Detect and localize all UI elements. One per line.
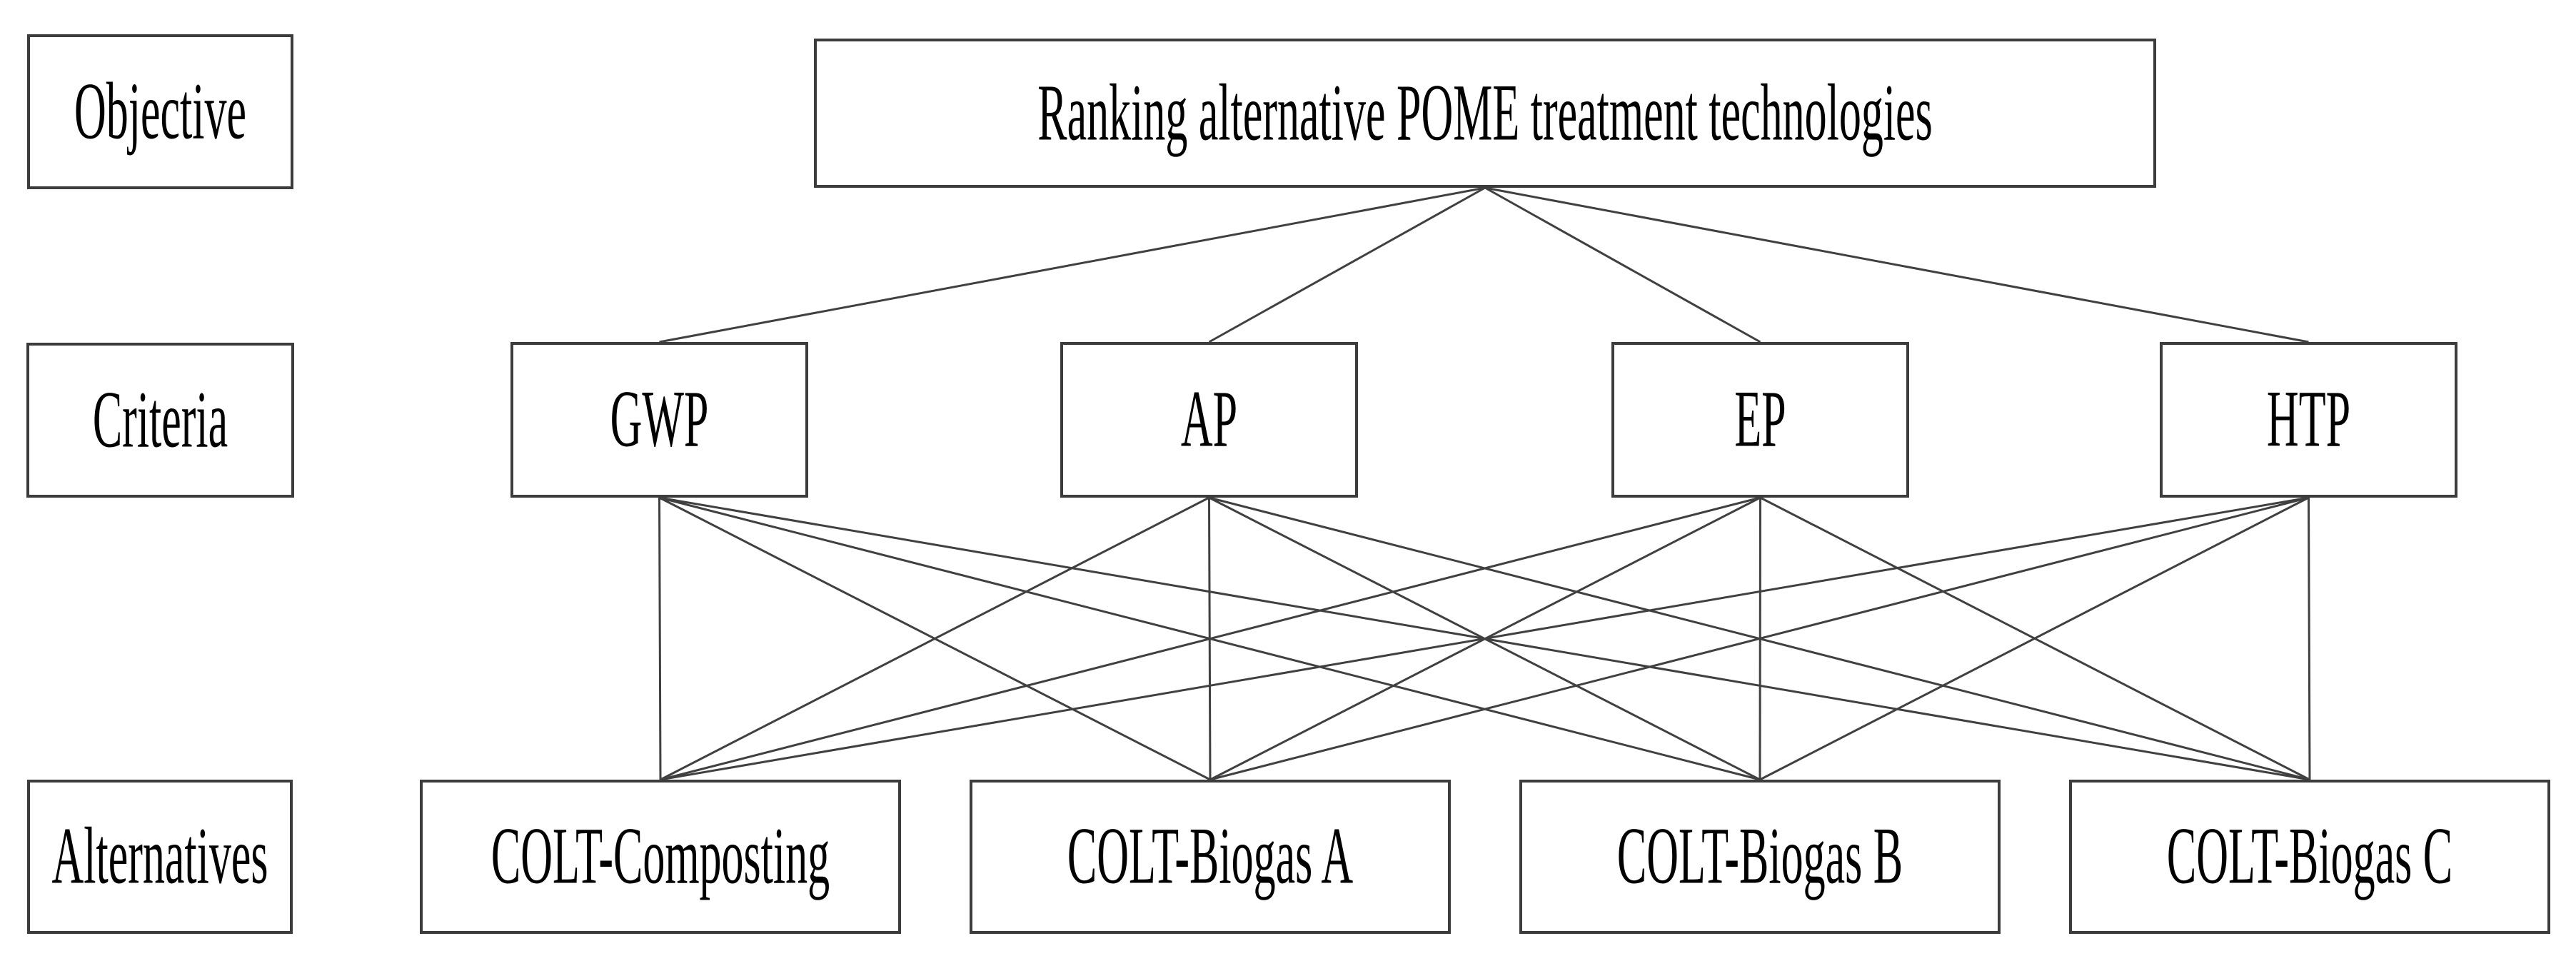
level-label-criteria-text: Criteria bbox=[92, 376, 228, 465]
alternative-node-colt-biogas-b: COLT-Biogas B bbox=[1519, 780, 2001, 934]
level-label-objective: Objective bbox=[27, 34, 293, 189]
criterion-node-ep-text: EP bbox=[1734, 375, 1786, 465]
criterion-node-htp: HTP bbox=[2160, 342, 2457, 498]
alternative-node-colt-biogas-c-text: COLT-Biogas C bbox=[2166, 812, 2453, 902]
objective-node: Ranking alternative POME treatment techn… bbox=[814, 39, 2156, 188]
alternative-node-colt-biogas-a-text: COLT-Biogas A bbox=[1067, 812, 1354, 902]
criterion-node-ap-text: AP bbox=[1180, 375, 1238, 465]
alternative-node-colt-biogas-b-text: COLT-Biogas B bbox=[1616, 812, 1903, 902]
criterion-node-ap: AP bbox=[1060, 342, 1358, 498]
criterion-node-htp-text: HTP bbox=[2266, 375, 2351, 465]
level-label-alternatives-text: Alternatives bbox=[51, 812, 268, 902]
level-label-objective-text: Objective bbox=[74, 67, 246, 156]
alternative-node-colt-biogas-a: COLT-Biogas A bbox=[970, 780, 1451, 934]
criterion-node-gwp: GWP bbox=[510, 342, 808, 498]
level-label-alternatives: Alternatives bbox=[27, 780, 293, 934]
objective-node-text: Ranking alternative POME treatment techn… bbox=[1037, 69, 1933, 158]
alternative-node-colt-composting: COLT-Composting bbox=[420, 780, 901, 934]
criterion-node-ep: EP bbox=[1611, 342, 1909, 498]
alternative-node-colt-biogas-c: COLT-Biogas C bbox=[2069, 780, 2550, 934]
alternative-node-colt-composting-text: COLT-Composting bbox=[490, 812, 830, 902]
criterion-node-gwp-text: GWP bbox=[610, 375, 709, 465]
level-label-criteria: Criteria bbox=[26, 343, 294, 498]
